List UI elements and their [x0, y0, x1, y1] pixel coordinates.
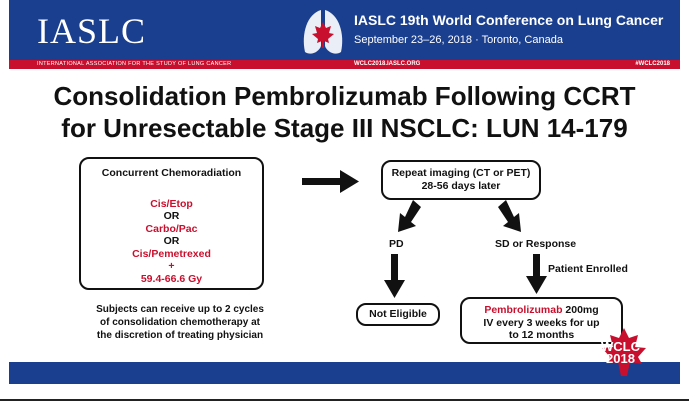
pembro-line-1: Pembrolizumab 200mg	[462, 304, 621, 317]
badge-line-2: 2018	[606, 351, 635, 366]
note-line-3: the discretion of treating physician	[96, 330, 264, 341]
badge-line-1: WCLC	[601, 339, 640, 354]
branch-sd-label: SD or Response	[495, 238, 577, 250]
branch-pd-label: PD	[389, 238, 404, 250]
plus-sign: +	[168, 260, 175, 272]
regimen-carbo-pac: Carbo/Pac	[145, 222, 198, 235]
patient-enrolled-label: Patient Enrolled	[548, 263, 628, 275]
lung-maple-leaf-icon	[303, 10, 343, 54]
title-line-1: Consolidation Pembrolizumab Following CC…	[53, 81, 636, 111]
arrow-sd-to-pembrolizumab	[526, 254, 547, 294]
website-text: WCLC2018.IASLC.ORG	[354, 61, 421, 67]
not-eligible-box: Not Eligible	[356, 303, 440, 326]
note-line-2: of consolidation chemotherapy at	[99, 317, 261, 328]
arrow-pd-to-not-eligible	[384, 254, 405, 298]
chemoradiation-box: Concurrent Chemoradiation Cis/Etop OR Ca…	[79, 157, 264, 290]
repeat-imaging-box: Repeat imaging (CT or PET) 28-56 days la…	[381, 160, 541, 200]
regimen-cis-pemetrexed: Cis/Pemetrexed	[132, 247, 211, 260]
logo-tagline: INTERNATIONAL ASSOCIATION FOR THE STUDY …	[37, 61, 232, 67]
arrow-chemo-to-imaging	[302, 170, 359, 193]
slide: IASLC IASLC 19th World Conference on Lun…	[9, 0, 680, 398]
conference-header: IASLC IASLC 19th World Conference on Lun…	[9, 0, 680, 60]
header-strip	[9, 60, 680, 69]
footer-bar	[9, 362, 680, 384]
hashtag-text: #WCLC2018	[635, 61, 670, 67]
regimen-cis-etop: Cis/Etop	[150, 197, 193, 210]
or-label-1: OR	[163, 210, 180, 222]
arrow-imaging-to-sd	[498, 200, 521, 232]
chemo-heading: Concurrent Chemoradiation	[101, 167, 242, 179]
slide-title: Consolidation Pembrolizumab Following CC…	[9, 80, 680, 144]
pembro-line-3: to 12 months	[508, 329, 575, 341]
pembro-drug-name: Pembrolizumab	[484, 304, 563, 316]
radiation-dose: 59.4-66.6 Gy	[140, 272, 203, 285]
iaslc-logo: IASLC	[37, 11, 147, 51]
imaging-line-1: Repeat imaging (CT or PET)	[391, 167, 531, 179]
wclc-maple-leaf-icon	[602, 328, 646, 376]
or-label-2: OR	[163, 235, 180, 247]
consolidation-note: Subjects can receive up to 2 cycles of c…	[75, 303, 285, 342]
bottom-rule	[0, 399, 689, 401]
pembrolizumab-box: Pembrolizumab 200mg IV every 3 weeks for…	[460, 297, 623, 344]
note-line-1: Subjects can receive up to 2 cycles	[96, 304, 264, 315]
wclc-badge: WCLC 2018	[601, 339, 640, 366]
conference-dates: September 23–26, 2018 · Toronto, Canada	[354, 34, 563, 46]
flow-arrows	[302, 170, 547, 298]
title-line-2: for Unresectable Stage III NSCLC: LUN 14…	[61, 113, 628, 143]
conference-title: IASLC 19th World Conference on Lung Canc…	[354, 12, 664, 28]
arrow-imaging-to-pd	[398, 200, 421, 232]
imaging-line-2: 28-56 days later	[421, 180, 501, 192]
pembro-dose: 200mg	[562, 304, 599, 316]
pembro-line-2: IV every 3 weeks for up	[483, 316, 600, 329]
